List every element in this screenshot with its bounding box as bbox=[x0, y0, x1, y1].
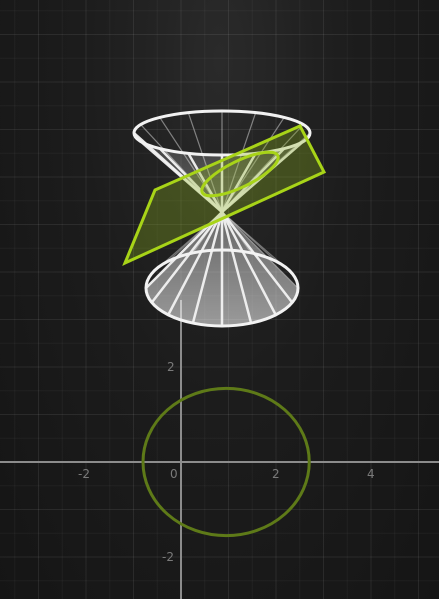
cone-ruling bbox=[221, 211, 299, 289]
cone-ruling bbox=[221, 211, 294, 304]
cone-ruling bbox=[220, 211, 253, 324]
cone-ruling bbox=[220, 211, 277, 316]
cone-ruling bbox=[221, 211, 252, 254]
cone-ruling bbox=[192, 211, 223, 254]
cone-ruling bbox=[221, 211, 277, 262]
cone-ruling bbox=[150, 211, 223, 304]
cone-ruling bbox=[221, 124, 304, 213]
y-tick-label: 2 bbox=[167, 360, 175, 374]
cone-ruling bbox=[167, 211, 224, 316]
cone-upper-rim bbox=[132, 109, 312, 157]
x-tick-label: -2 bbox=[78, 467, 90, 481]
cone-ruling bbox=[191, 211, 224, 324]
cutting-plane[interactable] bbox=[122, 124, 327, 266]
axes bbox=[0, 300, 439, 599]
x-tick-label: 2 bbox=[272, 467, 280, 481]
y-tick-label: -2 bbox=[162, 550, 174, 564]
cone-ruling bbox=[221, 112, 257, 213]
cone-lower-rulings bbox=[145, 211, 299, 326]
conic-section-graph bbox=[141, 386, 311, 538]
x-tick-label: 0 bbox=[170, 467, 178, 481]
conic-section-ellipse bbox=[141, 386, 311, 538]
cone-ruling bbox=[140, 124, 223, 213]
cone-ruling bbox=[220, 152, 257, 213]
tick-labels: -2 0 2 4 2 -2 bbox=[78, 360, 375, 564]
cone-ruling bbox=[221, 117, 285, 213]
cone-ruling bbox=[221, 211, 293, 274]
x-tick-label: 4 bbox=[367, 467, 375, 481]
cone-ruling bbox=[167, 211, 223, 262]
cone-ruling bbox=[151, 211, 223, 274]
plane-cone-intersection bbox=[200, 150, 280, 198]
